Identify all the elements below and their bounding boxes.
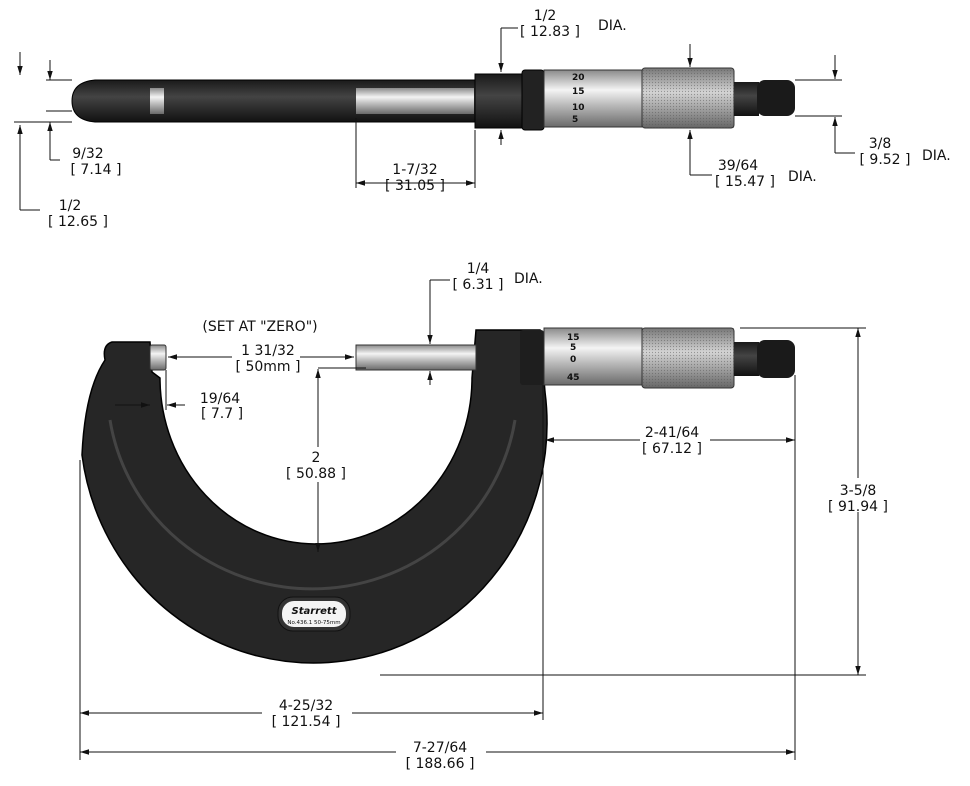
overall-length-frac: 7-27/64 [413,740,467,756]
ratchet-neck [734,342,759,376]
frame-length-mm: [ 121.54 ] [272,714,341,730]
lock-ring [521,69,545,131]
throat-depth-mm: [ 50.88 ] [286,466,346,482]
spindle-length-mm: [ 31.05 ] [385,178,445,194]
height-frac: 3-5/8 [840,483,877,499]
top-view: 20 15 10 5 1/2 [ 12.83 ] DIA. 9/32 [ 7.1… [14,8,951,230]
scale-number: 5 [572,115,578,125]
frame-length-frac: 4-25/32 [279,698,333,714]
lock-collar [474,73,526,129]
front-view: 15 5 0 45 Starrett No.436.1 50-75mm (SET… [79,261,895,772]
frame-groove [108,419,517,591]
scale-number: 10 [572,103,585,113]
overall-length-mm: [ 188.66 ] [406,756,475,772]
starrett-logo-plate: Starrett No.436.1 50-75mm [277,596,351,632]
scale-number: 45 [567,373,580,383]
scale-number: 0 [570,355,576,365]
thimble-dia-mm: [ 15.47 ] [715,174,775,190]
spindle-length-frac: 1-7/32 [392,162,437,178]
set-at-zero-note: (SET AT "ZERO") [202,319,317,335]
spindle-visible [356,88,474,114]
spindle-dia-suffix: DIA. [514,271,543,287]
logo-model: No.436.1 50-75mm [287,620,340,626]
scale-number: 15 [572,87,585,97]
barrel-step-frac: 9/32 [72,146,103,162]
barrel-window-left [150,88,164,114]
throat-depth-frac: 2 [312,450,321,466]
head-length-frac: 2-41/64 [645,425,699,441]
thimble-dia-suffix: DIA. [788,169,817,185]
sleeve-scale [543,327,643,386]
scale-number: 20 [572,73,585,83]
barrel-dia-mm: [ 12.65 ] [48,214,108,230]
anvil-mm: [ 7.7 ] [201,406,243,422]
sleeve-scale [543,69,643,128]
scale-number: 5 [570,343,576,353]
frame [81,329,548,664]
ratchet-neck [734,82,759,116]
head-length-mm: [ 67.12 ] [642,441,702,457]
ratchet-knob [757,340,795,378]
anvil-frac: 19/64 [200,391,240,407]
logo-brand: Starrett [292,606,338,617]
gap-frac: 1 31/32 [241,343,295,359]
shank-dia-suffix: DIA. [598,18,627,34]
barrel-dia-frac: 1/2 [59,198,82,214]
height-mm: [ 91.94 ] [828,499,888,515]
spindle-dia-mm: [ 6.31 ] [453,277,504,293]
spindle [355,344,477,371]
spindle-dia-frac: 1/4 [467,261,490,277]
ratchet-dia-frac: 3/8 [869,136,892,152]
scale-number: 15 [567,333,580,343]
ratchet-knob [757,80,795,116]
thimble-dia-frac: 39/64 [718,158,758,174]
ratchet-dia-suffix: DIA. [922,148,951,164]
shank-dia-frac: 1/2 [534,8,557,24]
gap-mm: [ 50mm ] [236,359,301,375]
anvil [149,344,167,371]
ratchet-dia-mm: [ 9.52 ] [860,152,911,168]
lock-ring [520,330,544,385]
shank-dia-mm: [ 12.83 ] [520,24,580,40]
barrel-step-mm: [ 7.14 ] [71,162,122,178]
